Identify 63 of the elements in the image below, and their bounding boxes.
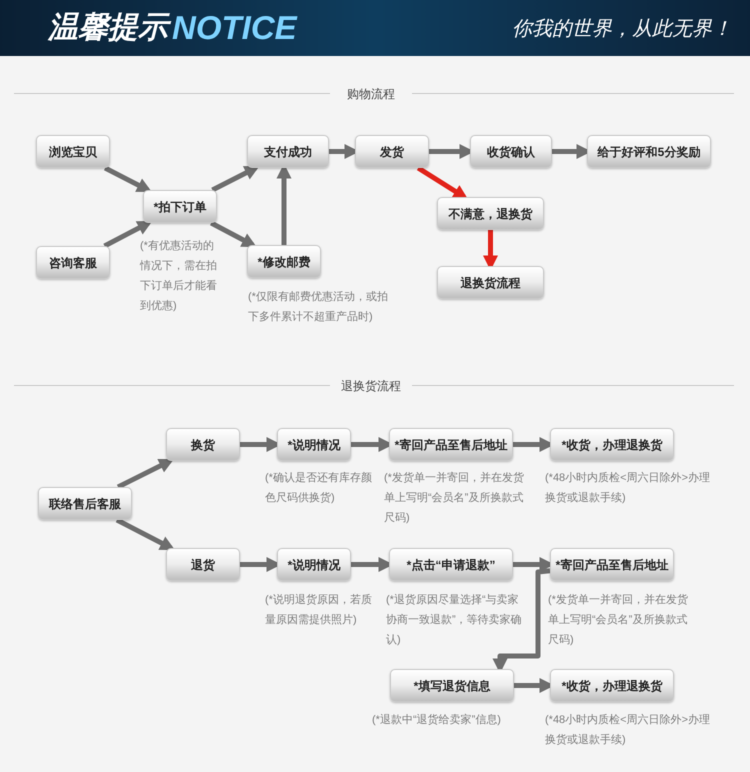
process-box [470,135,552,168]
title-accent: NOTICE [172,8,297,48]
process-box [550,548,674,581]
process-box [437,197,544,230]
arrow [116,518,176,550]
box-label: *拍下订单 [154,198,206,216]
box-label: 浏览宝贝 [49,144,97,160]
note-text: (*发货单一并寄回，并在发货单上写明“会员名”及所换款式尺码) [548,592,689,648]
box-label: 联络售后客服 [49,496,121,512]
process-box [143,190,217,223]
process-box [277,428,351,461]
box-label: 退货 [191,556,215,574]
box-label: 咨询客服 [49,254,97,272]
arrow [103,220,152,248]
section-heading: 退换货流程 [340,378,402,395]
box-label: *说明情况 [288,556,340,574]
process-box [437,266,544,299]
box-label: 支付成功 [264,144,312,160]
box-label: *说明情况 [288,436,340,454]
process-box [355,135,429,168]
box-label: *填写退货信息 [414,678,490,694]
box-label: 换货 [191,436,215,454]
arrow [210,220,257,248]
box-label: 退换货流程 [460,274,520,292]
process-box [587,135,711,168]
process-box [389,428,513,461]
process-box [277,548,351,581]
note-text: (*退款中“退货给卖家”信息) [372,712,502,728]
process-box [36,135,110,168]
process-box [390,669,514,702]
process-box [36,246,110,279]
slogan: 你我的世界，从此无界！ [512,15,732,42]
box-label: *修改邮费 [258,254,310,270]
note-text: (*48小时内质检<周六日除外>办理换货或退款手续) [545,470,712,506]
note-text: (*有优惠活动的情况下，需在拍下订单后才能看到优惠) [140,238,218,314]
box-label: *寄回产品至售后地址 [394,436,508,454]
process-box [247,245,321,278]
process-box [38,487,132,520]
process-box [550,428,674,461]
arrow [416,166,468,200]
box-label: 给于好评和5分奖励 [598,144,700,160]
box-label: *收货，办理退换货 [562,678,662,694]
box-label: *寄回产品至售后地址 [556,556,668,574]
process-box [166,548,240,581]
note-text: (*仅限有邮费优惠活动，或拍下多件累计不超重产品时) [248,290,389,325]
section-heading: 购物流程 [346,86,396,103]
note-text: (*48小时内质检<周六日除外>办理换货或退款手续) [545,712,712,748]
box-label: 发货 [380,144,404,160]
process-box [550,669,674,702]
process-box [247,135,329,168]
box-label: 收货确认 [487,144,535,160]
arrow [116,458,174,490]
box-label: *点击“申请退款” [406,556,496,574]
box-label: 不满意，退换货 [448,206,532,222]
note-text: (*退货原因尽量选择“与卖家协商一致退款”，等待卖家确认) [386,592,523,648]
arrow [104,166,152,192]
process-box [166,428,240,461]
box-label: *收货，办理退换货 [562,436,662,454]
note-text: (*确认是否还有库存颜色尺码供换货) [265,470,373,506]
process-box [389,548,513,581]
note-text: (*说明退货原因，若质量原因需提供照片) [265,593,373,628]
arrow [211,166,260,192]
note-text: (*发货单一并寄回，并在发货单上写明“会员名”及所换款式尺码) [384,470,525,526]
